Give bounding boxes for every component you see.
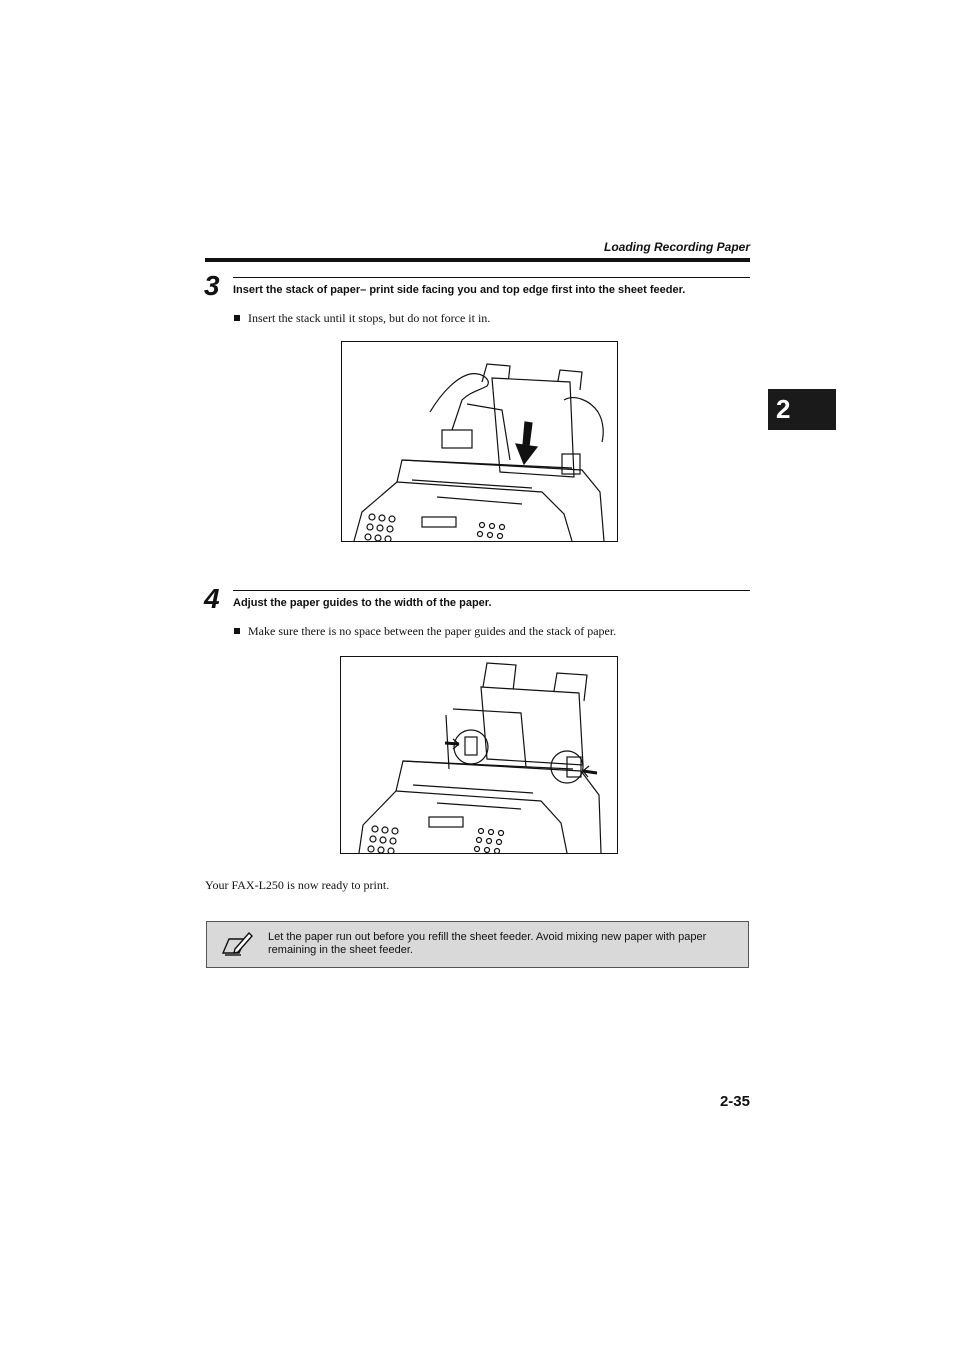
note-text: Let the paper run out before you refill … — [268, 931, 707, 956]
chapter-tab: 2 — [768, 389, 836, 430]
bullet-square-icon — [234, 315, 240, 321]
fax-machine-illustration — [358, 662, 602, 853]
step-rule — [233, 590, 750, 591]
step-instruction: Insert the stack of paper– print side fa… — [233, 284, 686, 296]
bullet-text: Make sure there is no space between the … — [248, 624, 617, 638]
step-instruction: Adjust the paper guides to the width of … — [233, 597, 492, 609]
note-pencil-icon — [221, 931, 253, 962]
step-bullet: Insert the stack until it stops, but do … — [234, 311, 490, 326]
fax-machine-illustration — [353, 363, 605, 541]
step-bullet: Make sure there is no space between the … — [234, 624, 616, 639]
bullet-text: Insert the stack until it stops, but do … — [248, 311, 491, 325]
bullet-square-icon — [234, 628, 240, 634]
page-number: 2-35 — [719, 1093, 750, 1110]
ready-text: Your FAX-L250 is now ready to print. — [205, 878, 390, 892]
step-number: 3 — [204, 270, 220, 301]
header-rule — [205, 258, 750, 262]
note-box: Let the paper run out before you refill … — [206, 921, 749, 968]
figure-insert-paper — [341, 341, 618, 542]
running-header: Loading Recording Paper — [603, 240, 750, 254]
step-number: 4 — [204, 583, 220, 614]
step-rule — [233, 277, 750, 278]
figure-adjust-guides — [340, 656, 618, 854]
